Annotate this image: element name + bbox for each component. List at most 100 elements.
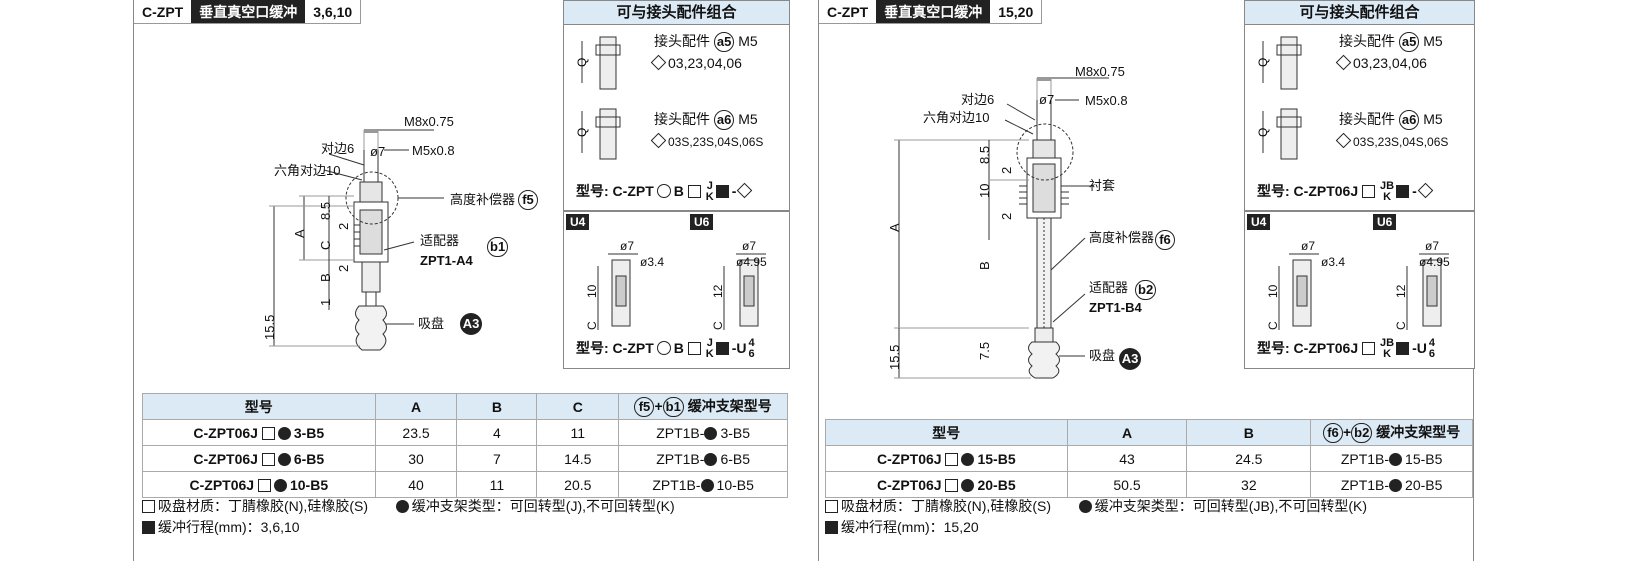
right-header: C-ZPT 垂直真空口缓冲 15,20 [819, 0, 1043, 24]
left-dim-a: A [292, 229, 307, 238]
right-main-drawing: M8x0.75 ø7 M5x0.8 对边6 六角对边10 衬套 高度补偿器 适配… [887, 64, 1154, 379]
right-dim-75: 7.5 [977, 342, 992, 360]
right-dim-10: 10 [977, 184, 992, 198]
right-row2-model: C-ZPT06J 20-B5 [825, 471, 1068, 498]
left-th-model: 型号 [142, 393, 376, 420]
left-row3-b: 11 [456, 471, 538, 498]
right-th-tag1: f6 [1322, 423, 1343, 443]
right-th-tag2: b2 [1351, 423, 1373, 443]
left-header-title: 垂直真空口缓冲 [191, 0, 306, 23]
right-q2: Q [1256, 128, 1270, 137]
right-u-panel: U4 U6 ø7 ø3.4 10 [1244, 211, 1475, 369]
right-row1-model: C-ZPT06J 15-B5 [825, 445, 1068, 472]
dot-icon [1389, 478, 1403, 492]
left-panel-j: J [706, 180, 713, 193]
right-th-bracket-label: 缓冲支架型号 [1376, 424, 1461, 440]
right-comp-tag: f6 [1155, 230, 1175, 250]
right-dim-m8: M8x0.75 [1075, 64, 1125, 79]
right-note-row2: 缓冲行程(mm)：15,20 [825, 517, 1367, 538]
left-dim-b: B [318, 273, 333, 282]
square-icon [825, 521, 838, 534]
left-dim-2a: 2 [336, 223, 351, 230]
right-panel-k: K [1383, 191, 1392, 204]
left-th-tag1: f5 [634, 397, 655, 417]
left-u-j: J [706, 337, 713, 350]
right-u6-c: C [1394, 321, 1408, 330]
right-u-n4: 4 [1428, 337, 1435, 350]
left-u6-d7: ø7 [742, 239, 756, 253]
right-note-type: 缓冲支架类型：可回转型(JB),不可回转型(K) [1094, 498, 1367, 514]
right-dim-2b: 2 [999, 213, 1014, 220]
left-header-code: C-ZPT [142, 3, 184, 20]
left-row2-model-prefix: C-ZPT06J [193, 450, 258, 467]
right-u4-c: C [1266, 321, 1280, 330]
right-fit1-tag: a5 [1398, 32, 1420, 52]
dot-icon [700, 478, 714, 492]
left-row2-model-suffix: 6-B5 [293, 450, 325, 467]
right-header-title: 垂直真空口缓冲 [876, 0, 991, 23]
square-icon [715, 342, 729, 355]
left-u-drawings: ø7 ø3.4 10 C ø7 ø4.95 12 C [585, 239, 767, 330]
right-row2-bracket-prefix: ZPT1B- [1340, 476, 1390, 493]
left-row1-c: 11 [536, 419, 620, 446]
diamond-icon [737, 182, 753, 199]
right-fit2-sizes-row: 03S,23S,04S,06S [1335, 132, 1448, 149]
right-u-k: K [1383, 348, 1392, 361]
left-row1-bracket-prefix: ZPT1B- [656, 424, 705, 441]
left-dim-155: 15.5 [262, 315, 277, 340]
right-adapter-model: ZPT1-B4 [1089, 300, 1143, 315]
right-label-hex6: 对边6 [961, 92, 994, 107]
right-u6-d12: 12 [1394, 284, 1408, 298]
left-row1-model: C-ZPT06J 3-B5 [142, 419, 376, 446]
right-fit1-label: 接头配件 [1339, 33, 1395, 49]
box-icon [687, 185, 701, 198]
left-th-tag2: b1 [662, 397, 684, 417]
left-note-type: 缓冲支架类型：可回转型(J),不可回转型(K) [411, 498, 675, 514]
left-u4-d34: ø3.4 [640, 255, 664, 269]
right-row1-bracket: ZPT1B-15-B5 [1310, 445, 1473, 472]
left-dim-m8: M8x0.75 [404, 114, 454, 129]
table-row: C-ZPT06J 3-B5 23.5 4 11 ZPT1B-3-B5 [142, 419, 788, 446]
right-panel-jb: JB [1380, 180, 1395, 193]
left-fit1-tag: a5 [713, 32, 735, 52]
right-label-hex10: 六角对边10 [923, 110, 989, 125]
diamond-icon [1335, 54, 1352, 71]
square-icon [1396, 185, 1410, 198]
right-row2-a: 50.5 [1066, 471, 1188, 498]
box-icon [825, 500, 838, 513]
left-row1-bracket: ZPT1B-3-B5 [618, 419, 788, 446]
box-icon [945, 452, 959, 466]
left-th-b: B [456, 393, 538, 420]
left-fit1-label: 接头配件 [654, 33, 710, 49]
left-u-model-b: B [673, 340, 684, 356]
right-row1-bracket-prefix: ZPT1B- [1340, 450, 1390, 467]
right-dim-2: 2 [999, 167, 1014, 174]
dot-icon [273, 478, 287, 492]
left-fit1-sizes-row: 03,23,04,06 [650, 54, 742, 71]
diamond-icon [1417, 182, 1434, 199]
right-fit2-thread: M5 [1423, 111, 1443, 127]
dot-icon [277, 452, 291, 466]
dot-icon [961, 452, 975, 466]
box-icon [257, 478, 271, 492]
dot-icon [395, 500, 409, 513]
left-row3-model-prefix: C-ZPT06J [189, 476, 255, 493]
left-dim-c: C [318, 241, 333, 250]
right-u4-tag: U4 [1247, 214, 1271, 230]
left-dim-2b: 2 [336, 265, 351, 272]
left-dim-1: 1 [318, 299, 333, 306]
right-fit2-tag: a6 [1398, 110, 1420, 130]
right-u4-d7: ø7 [1301, 239, 1315, 253]
right-dim-85: 8.5 [977, 146, 992, 164]
left-dim-85: 8.5 [318, 202, 333, 220]
right-fittings-panel: 可与接头配件组合 Q Q 接头配件 a5 M5 03,23,04, [1244, 0, 1475, 211]
left-dim-d7: ø7 [370, 144, 385, 159]
left-u6-d12: 12 [711, 284, 725, 298]
right-u4-d34: ø3.4 [1321, 255, 1345, 269]
